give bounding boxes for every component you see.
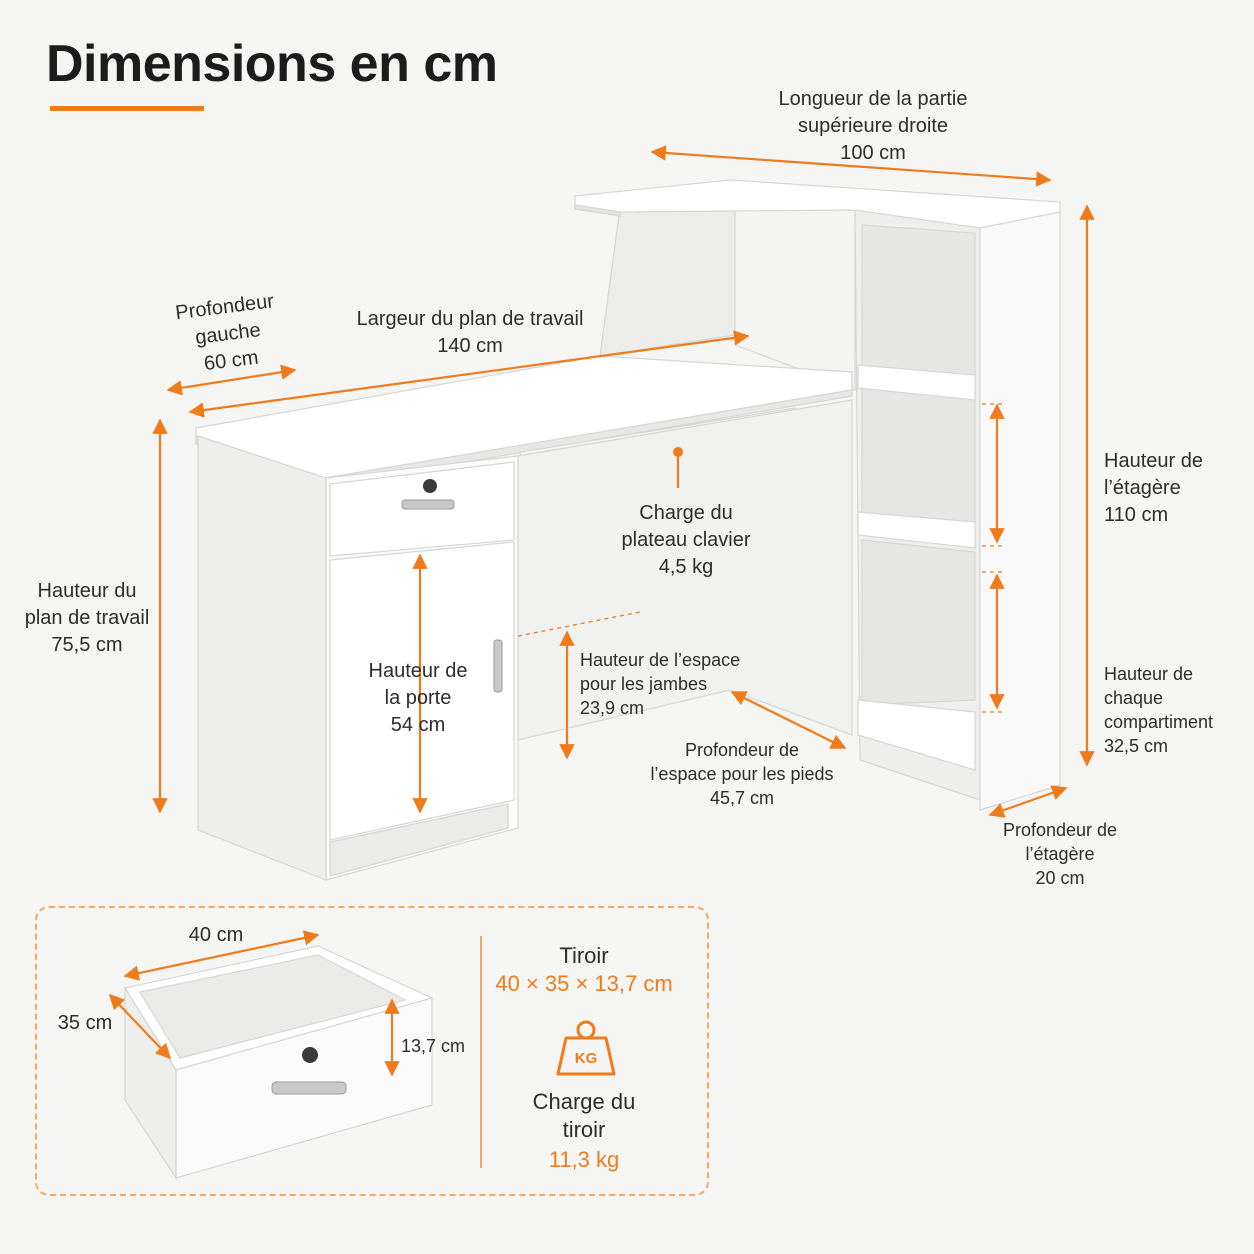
page-title: Dimensions en cm — [46, 35, 498, 93]
drawer-load-value: 11,3 kg — [548, 1147, 620, 1172]
drawer-panel — [35, 906, 709, 1196]
svg-text:KG: KG — [575, 1050, 598, 1067]
label-drawer-width: 40 cm — [188, 924, 244, 946]
dimension-arrows — [108, 145, 1095, 1077]
keyboard-tray-marker — [673, 447, 683, 457]
door-handle-icon — [493, 639, 503, 693]
reception-desk — [195, 179, 1061, 881]
drawer-lock-icon — [271, 1047, 347, 1095]
drawer-handle-icon — [401, 479, 455, 510]
dimension-guides — [517, 403, 1006, 713]
weight-kg-icon: KG — [556, 1020, 616, 1076]
drawer-panel-divider — [480, 936, 482, 1168]
label-drawer-height: 13,7 cm — [400, 1036, 466, 1056]
label-drawer-depth: 35 cm — [57, 1012, 113, 1034]
drawer-size: 40 × 35 × 13,7 cm — [495, 971, 673, 996]
drawer-title: Tiroir — [559, 943, 609, 968]
title-underline — [50, 106, 204, 111]
